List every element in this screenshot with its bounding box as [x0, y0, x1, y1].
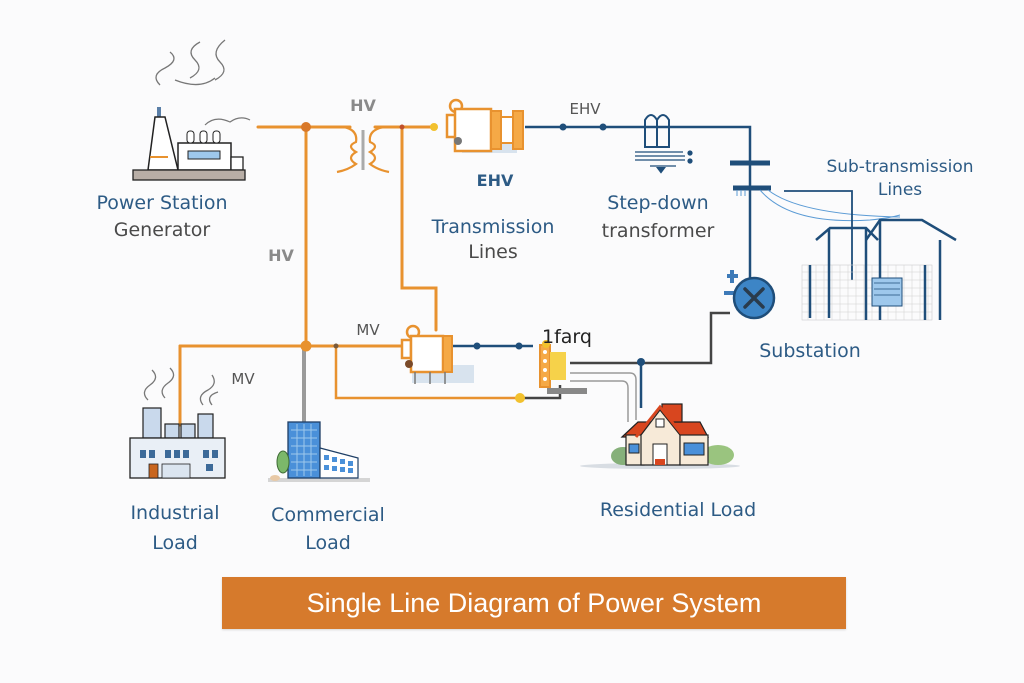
generator-label: Generator	[113, 219, 211, 241]
residential-service-line	[570, 380, 629, 422]
mv-voltage-label: MV	[356, 321, 380, 339]
hv-branch-to-mv-transformer	[400, 125, 438, 332]
ehv-node	[599, 123, 607, 131]
residential-load-label: Residential Load	[599, 499, 757, 521]
hv-junction-small	[399, 124, 405, 130]
power-station-label: Power Station	[96, 192, 228, 214]
mv-junction-small	[333, 343, 339, 349]
commercial-load-label: Load	[305, 532, 351, 554]
house-icon	[580, 403, 740, 469]
sub-transmission-drop	[784, 190, 853, 280]
ehv-voltage-label: EHV	[476, 171, 514, 190]
circuit-breaker-icon	[724, 270, 776, 320]
transformer-icon	[445, 98, 524, 153]
ehv-lines	[450, 125, 752, 408]
ehv-node	[559, 123, 567, 131]
tower-crossarm-icon	[730, 160, 771, 196]
step-down-transformer-icon	[635, 114, 693, 174]
diagram-title-banner: Single Line Diagram of Power System	[222, 577, 846, 629]
commercial-label: Commercial	[271, 504, 385, 526]
distribution-label: 1farq	[542, 326, 592, 348]
hv-voltage-label-vertical: HV	[268, 246, 294, 265]
hv-voltage-label: HV	[350, 96, 376, 115]
transformer-label: transformer	[601, 220, 715, 242]
ehv-transmission-line	[525, 125, 752, 168]
factory-icon	[129, 367, 226, 479]
hv-terminal	[430, 123, 438, 131]
office-building-icon	[268, 421, 370, 482]
residential-junction	[637, 358, 645, 366]
mv-terminal	[515, 393, 525, 403]
hv-junction	[301, 122, 311, 132]
sub-transmission-conductors	[759, 189, 901, 222]
transmission-lines-label: Lines	[468, 241, 518, 263]
mv-junction	[300, 340, 312, 352]
mv-branch-to-distribution	[334, 344, 522, 400]
mv-node	[473, 342, 481, 350]
substation-yard-icon	[801, 218, 957, 321]
industrial-label: Industrial	[130, 502, 220, 524]
hv-transformer-icon	[336, 125, 390, 174]
mv-node	[515, 342, 523, 350]
residential-service-line	[570, 372, 637, 420]
sub-transmission-lines-label: Lines	[877, 180, 923, 200]
step-down-label: Step-down	[607, 192, 709, 214]
transmission-label: Transmission	[431, 216, 555, 238]
mv-voltage-label-left: MV	[231, 370, 255, 388]
ehv-line-voltage-label: EHV	[569, 100, 601, 118]
distribution-panel-icon	[539, 340, 587, 394]
substation-label: Substation	[759, 340, 861, 362]
industrial-load-label: Load	[152, 532, 198, 554]
sub-transmission-label: Sub-transmission	[826, 157, 974, 177]
hv-lines	[178, 125, 522, 427]
mv-transformer-icon	[400, 324, 474, 384]
power-plant-icon	[132, 39, 251, 181]
